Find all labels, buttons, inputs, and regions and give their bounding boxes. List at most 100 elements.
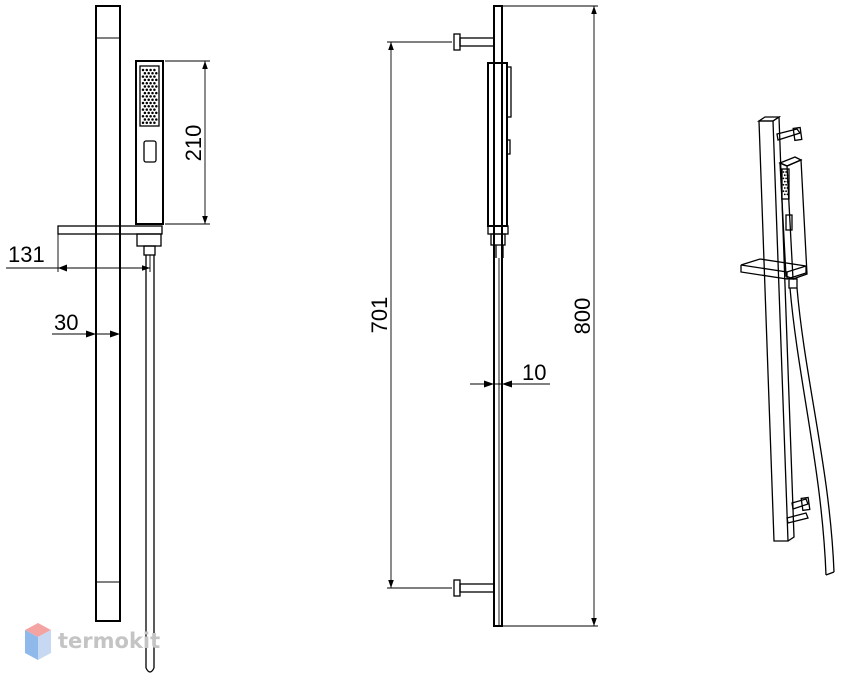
- nozzle-dot: [783, 180, 786, 183]
- nozzle-dot: [141, 108, 145, 111]
- nozzle-dot: [145, 88, 149, 92]
- hand-shower-side: [487, 62, 512, 626]
- logo-text: termokit: [58, 629, 160, 653]
- nozzle-dot: [149, 81, 152, 85]
- nozzle-dot: [782, 183, 785, 186]
- dimension-210: 210: [165, 60, 210, 225]
- side-view: 701 800 10: [367, 5, 598, 627]
- nozzle-dot: [143, 118, 147, 121]
- nozzle-dot: [147, 118, 150, 121]
- nozzle-dot: [147, 85, 150, 88]
- nozzle-dot: [149, 75, 152, 78]
- nozzle-dot: [151, 85, 154, 88]
- nozzle-dot: [153, 95, 156, 98]
- holder-perspective: [740, 258, 807, 289]
- nozzle-dot: [785, 190, 787, 193]
- nozzle-dot: [143, 85, 147, 88]
- nozzle-dot: [151, 91, 154, 95]
- nozzle-dot: [155, 78, 158, 82]
- nozzle-dot: [151, 98, 154, 101]
- slide-bar-side: [493, 5, 503, 627]
- nozzle-dot: [145, 75, 149, 78]
- nozzle-dot: [145, 101, 149, 105]
- logo-cube-icon: [25, 623, 51, 660]
- nozzle-dot: [149, 68, 152, 72]
- nozzle-dot: [151, 118, 154, 121]
- nozzle-dot: [147, 111, 150, 115]
- wall-bracket-top: [453, 33, 495, 51]
- dimension-label-800: 800: [570, 298, 595, 335]
- dimension-10: 10: [470, 360, 550, 388]
- nozzle-dot: [153, 81, 156, 85]
- nozzle-dot: [155, 105, 158, 108]
- nozzle-dot: [145, 68, 149, 72]
- spray-nozzles-perspective: [782, 171, 789, 196]
- nozzle-dot: [153, 114, 156, 118]
- nozzle-dot: [155, 111, 158, 115]
- dimension-label-131: 131: [8, 242, 45, 267]
- dimension-label-30: 30: [54, 310, 78, 335]
- hose-perspective: [789, 287, 835, 576]
- dimension-label-10: 10: [522, 360, 546, 385]
- nozzle-dot: [149, 101, 152, 105]
- nozzle-dot: [143, 105, 147, 108]
- nozzle-dot: [141, 75, 145, 78]
- nozzle-dot: [786, 187, 789, 189]
- nozzle-dot: [153, 121, 156, 125]
- nozzle-dot: [143, 72, 147, 75]
- nozzle-dot: [145, 81, 149, 85]
- hand-shower: [135, 60, 164, 225]
- dimension-30: 30: [52, 310, 120, 338]
- nozzle-dot: [155, 72, 158, 75]
- nozzle-dot: [149, 88, 152, 92]
- nozzle-dot: [783, 193, 786, 196]
- nozzle-dot: [143, 91, 147, 95]
- bracket-perspective-top: [776, 126, 803, 142]
- nozzle-dot: [149, 121, 152, 125]
- slide-bar: [95, 5, 121, 622]
- nozzle-dot: [149, 95, 152, 98]
- perspective-view: [740, 115, 835, 576]
- nozzle-dot: [143, 98, 147, 101]
- shower-hose: [145, 255, 155, 673]
- nozzle-dot: [155, 98, 158, 101]
- nozzle-dot: [151, 111, 154, 115]
- nozzle-dot: [153, 88, 156, 92]
- bracket-perspective-bottom: [786, 496, 811, 524]
- nozzle-dot: [153, 68, 156, 72]
- nozzle-dot: [155, 118, 158, 121]
- nozzle-dot: [151, 105, 154, 108]
- nozzle-dot: [786, 174, 789, 177]
- spray-nozzles: [141, 68, 158, 125]
- front-view: 210 131 30: [6, 5, 210, 673]
- wall-bracket-bottom: [453, 579, 495, 597]
- nozzle-dot: [145, 114, 149, 118]
- slide-bar-perspective: [756, 115, 795, 542]
- nozzle-dot: [149, 108, 152, 111]
- nozzle-dot: [143, 111, 147, 115]
- nozzle-dot: [785, 177, 787, 180]
- nozzle-dot: [786, 180, 789, 183]
- nozzle-dot: [147, 98, 150, 101]
- nozzle-dot: [151, 72, 154, 75]
- nozzle-dot: [785, 183, 787, 186]
- nozzle-dot: [141, 88, 145, 92]
- nozzle-dot: [149, 114, 152, 118]
- dimension-701: 701: [367, 41, 452, 589]
- nozzle-dot: [151, 78, 154, 82]
- termokit-logo: termokit: [25, 623, 160, 660]
- nozzle-dot: [141, 68, 145, 72]
- shower-holder: [57, 225, 163, 256]
- dimension-label-701: 701: [367, 297, 392, 334]
- dimension-800: 800: [502, 5, 598, 627]
- nozzle-dot: [782, 177, 785, 180]
- nozzle-dot: [141, 121, 145, 125]
- nozzle-dot: [145, 95, 149, 98]
- nozzle-dot: [155, 91, 158, 95]
- nozzle-dot: [145, 108, 149, 111]
- nozzle-dot: [782, 190, 785, 193]
- shower-button: [143, 140, 157, 163]
- dimension-label-210: 210: [181, 125, 206, 162]
- nozzle-dot: [141, 95, 145, 98]
